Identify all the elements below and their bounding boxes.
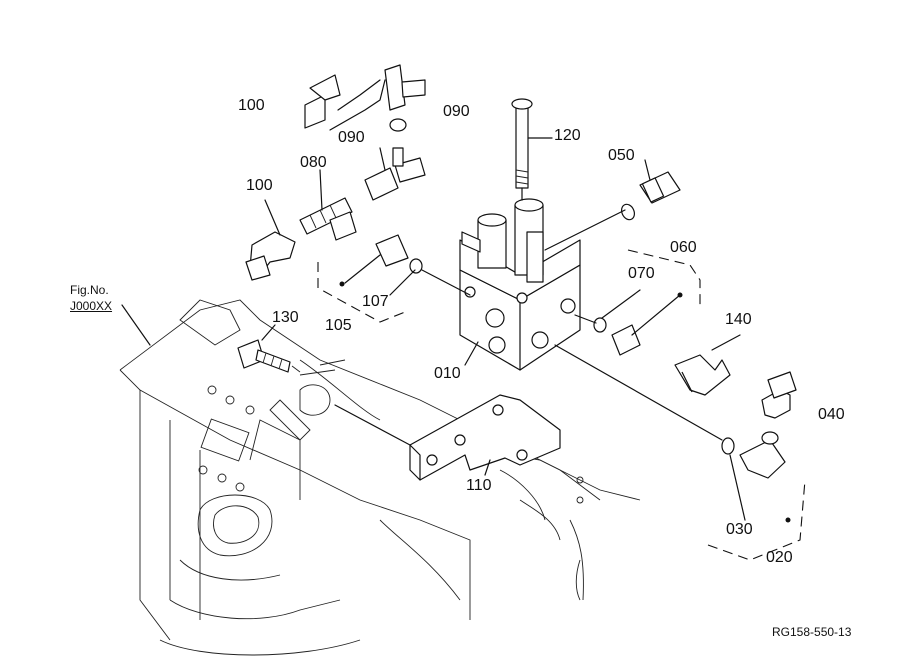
callout-040: 040 [818, 406, 845, 423]
callout-020: 020 [766, 549, 793, 566]
elbow-140 [674, 334, 741, 396]
bolt-130 [237, 324, 301, 373]
fitting-107-group [317, 234, 471, 323]
chassis-frame [119, 299, 641, 656]
fig-ref-label: Fig.No. [70, 283, 109, 297]
callout-090-mid: 090 [338, 129, 365, 146]
fittings-upper-left [245, 64, 426, 281]
callout-030: 030 [726, 521, 753, 538]
callout-070: 070 [628, 265, 655, 282]
bolt-120 [511, 98, 553, 201]
callout-010: 010 [434, 365, 461, 382]
callout-060: 060 [670, 239, 697, 256]
callout-110: 110 [466, 477, 492, 494]
valve-block [459, 198, 581, 371]
fitting-020-group [554, 344, 806, 561]
leader-010 [464, 341, 479, 366]
callout-100-top: 100 [238, 97, 265, 114]
callout-100-lower: 100 [246, 177, 273, 194]
fitting-050 [544, 159, 681, 251]
callout-120: 120 [554, 127, 581, 144]
callout-107: 107 [362, 293, 389, 310]
callout-105: 105 [325, 317, 352, 334]
callout-140: 140 [725, 311, 752, 328]
fig-ref-number[interactable]: J000XX [70, 299, 113, 313]
fig-ref-leader [121, 304, 151, 346]
callout-080: 080 [300, 154, 327, 171]
fitting-060-group [574, 249, 701, 356]
drawing-code: RG158-550-13 [772, 625, 852, 639]
bracket-110 [334, 394, 561, 481]
callout-090-top: 090 [443, 103, 470, 120]
callout-050: 050 [608, 147, 635, 164]
callout-130: 130 [272, 309, 299, 326]
